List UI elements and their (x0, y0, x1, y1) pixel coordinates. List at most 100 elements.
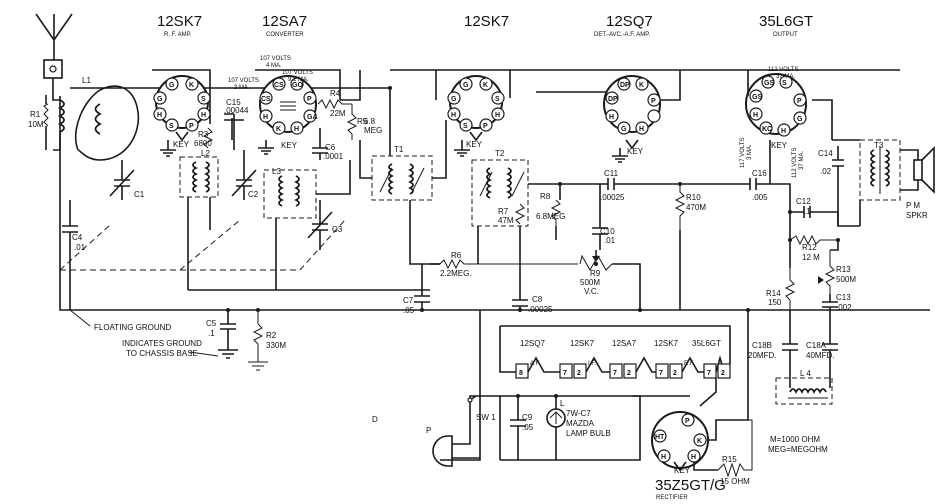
volt-v2b: 107 VOLTS (260, 56, 291, 62)
label-c9: C9 (522, 413, 533, 422)
label-c6: C6 (325, 143, 336, 152)
svg-text:H: H (781, 128, 786, 135)
unit-r5: MEG (364, 126, 382, 135)
tube-v1-type: 12SK7 (157, 13, 202, 30)
label-c18b: C18B (752, 341, 772, 350)
heater-tube-5: 35L6GT (692, 339, 721, 348)
value-r7: 47M (498, 216, 514, 225)
svg-text:CS: CS (261, 96, 271, 103)
svg-text:P: P (797, 98, 802, 105)
label-r9: R9 (590, 269, 601, 278)
label-c3: C3 (332, 225, 343, 234)
svg-text:S: S (201, 96, 206, 103)
label-lamp: L (560, 399, 565, 408)
tube-v4-function: DET.-AVC.-A.F. AMP. (594, 32, 650, 38)
label-c12: C12 (796, 197, 811, 206)
svg-text:DP: DP (620, 82, 630, 89)
key-v4: KEY (627, 147, 644, 156)
svg-text:G: G (169, 82, 175, 89)
ma-v2b: 4 MA. (266, 63, 282, 69)
floating-ground-label: FLOATING GROUND (94, 323, 171, 332)
value-r5: 6.8 (364, 117, 376, 126)
svg-text:H: H (609, 114, 614, 121)
label-plug: P (426, 426, 431, 435)
svg-text:CS: CS (274, 82, 284, 89)
label-c7: C7 (403, 296, 414, 305)
svg-text:GO: GO (292, 82, 303, 89)
chassis-note-1: INDICATES GROUND (122, 339, 202, 348)
variable-capacitor-c1 (109, 160, 135, 200)
value-c18b: 20MFD. (748, 351, 776, 360)
label-r12: R12 (802, 243, 817, 252)
label-c5: C5 (206, 319, 217, 328)
label-c1: C1 (134, 190, 145, 199)
value-c11: .00025 (600, 193, 625, 202)
svg-text:GS: GS (764, 80, 774, 87)
key-v3: KEY (466, 140, 483, 149)
tube-v4: DP DP K P H G H (536, 70, 681, 163)
value-lamp-2: MAZDA (566, 419, 595, 428)
label-r1: R1 (30, 110, 41, 119)
label-l2: L2 (201, 149, 210, 158)
label-r10: R10 (686, 193, 701, 202)
svg-text:S: S (463, 123, 468, 130)
value-c18a: 40MFD. (806, 351, 834, 360)
label-r7: R7 (498, 207, 509, 216)
volt-v5c: 117 VOLTS (740, 138, 746, 168)
label-spkr2: SPKR (906, 211, 928, 220)
tube-v6-type: 35Z5GT/G (655, 477, 726, 494)
svg-text:K: K (639, 82, 644, 89)
value-c10: .01 (604, 236, 616, 245)
value-r1: 10M (28, 120, 44, 129)
label-l1: L1 (82, 76, 91, 85)
value-lamp-1: 7W-C7 (566, 409, 591, 418)
svg-text:P: P (307, 96, 312, 103)
value-c5: .1 (208, 329, 215, 338)
key-v6: KEY (674, 466, 691, 475)
chassis-note-2: TO CHASSIS BASE (126, 349, 198, 358)
heater-code-if: I.F. (588, 361, 596, 367)
ma-v2a: 3 MA. (234, 85, 250, 91)
svg-text:P: P (189, 123, 194, 130)
svg-text:S: S (169, 123, 174, 130)
svg-text:K: K (697, 438, 702, 445)
label-c8: C8 (532, 295, 543, 304)
value-r13: 500M (836, 275, 856, 284)
label-r5: R5 (357, 117, 368, 126)
label-r14: R14 (766, 289, 781, 298)
value-c8: .00025 (528, 305, 553, 314)
value-c16: .005 (752, 193, 768, 202)
heater-code-af: A.F. (530, 361, 541, 367)
unit-r9: V.C. (584, 287, 599, 296)
svg-text:P: P (685, 418, 690, 425)
svg-text:P: P (483, 123, 488, 130)
value-c6: .0001 (323, 152, 344, 161)
heater-tube-2: 12SK7 (570, 339, 595, 348)
ma-v5e: 37 MA. (799, 151, 805, 170)
tube-v5-function: OUTPUT (773, 32, 798, 38)
tube-v3: G G K S H S P H (435, 70, 511, 157)
value-r4: 22M (330, 109, 346, 118)
volt-v2a: 107 VOLTS (228, 78, 259, 84)
svg-text:G: G (157, 96, 163, 103)
value-r2: 330M (266, 341, 286, 350)
tube-v2: CS CS GO P H K H GA (255, 69, 341, 155)
label-spkr1: P M (906, 201, 920, 210)
label-r4: R4 (330, 89, 341, 98)
label-r8: R8 (540, 192, 551, 201)
value-c13: .002 (836, 303, 852, 312)
tube-v4-type: 12SQ7 (606, 13, 653, 30)
value-c9: .05 (522, 423, 534, 432)
tube-v5: GS GS S P H KC H G (745, 70, 833, 184)
label-c11: C11 (604, 169, 619, 178)
value-c14: .02 (820, 167, 832, 176)
label-l3: L3 (272, 167, 281, 176)
tube-v6-function: RECTIFIER (656, 495, 688, 501)
svg-text:DP: DP (608, 96, 618, 103)
heater-tube-3: 12SA7 (612, 339, 637, 348)
tube-v1-function: R. F. AMP. (164, 32, 192, 38)
label-sw1: SW 1 (476, 413, 496, 422)
svg-text:GA: GA (307, 114, 318, 121)
svg-text:KC: KC (762, 126, 772, 133)
label-r13: R13 (836, 265, 851, 274)
